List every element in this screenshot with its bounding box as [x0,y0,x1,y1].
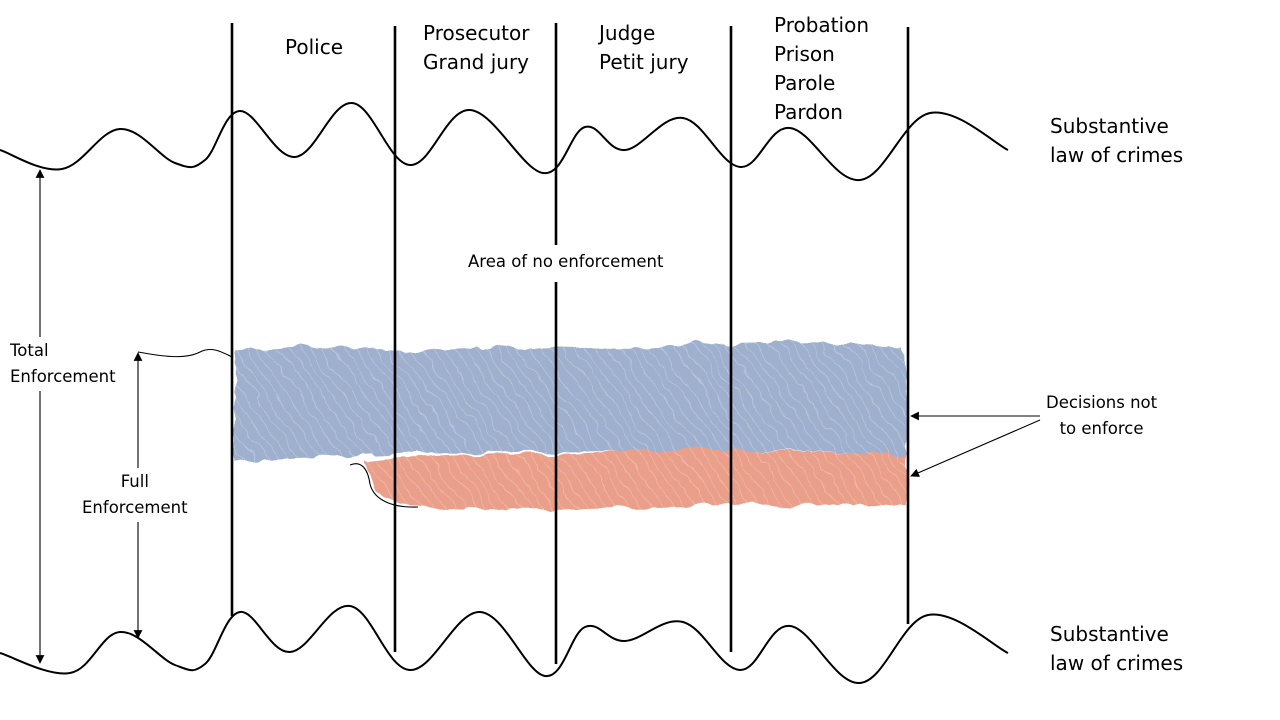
decisions-line-1: Decisions not [1046,393,1158,412]
bottom-boundary-line-1: Substantive [1050,622,1169,646]
top-boundary-label: Substantive law of crimes [1050,112,1183,170]
bottom-boundary-line-2: law of crimes [1050,651,1184,675]
red-band-hatch [362,449,908,509]
stage-police-line-1: Police [285,35,343,59]
blue-band-hatch [234,342,908,462]
stage-corrections-line-1: Probation [774,13,869,37]
full-enforcement-line-1: Full [120,472,149,491]
total-enforcement-line-1: Total [10,341,49,360]
bottom-boundary-label: Substantive law of crimes [1050,620,1183,678]
stage-prosecutor-line-2: Grand jury [423,50,529,74]
substantive-law-top-boundary [0,101,1009,182]
full-enforcement-connector [137,348,233,358]
stage-judge-line-1: Judge [599,21,656,45]
stage-label-prosecutor: Prosecutor Grand jury [423,19,529,77]
red-band-left-edge [349,463,419,508]
stage-corrections-line-4: Pardon [774,100,843,124]
decisions-arrow-lower [910,419,1041,477]
stage-label-police: Police [285,33,343,62]
stage-corrections-line-2: Prison [774,42,835,66]
top-boundary-line-1: Substantive [1050,114,1169,138]
stage-label-judge: Judge Petit jury [599,19,689,77]
full-enforcement-line-2: Enforcement [82,498,188,517]
red-enforcement-band [362,449,908,509]
substantive-law-bottom-boundary [0,604,1009,685]
stage-prosecutor-line-1: Prosecutor [423,21,530,45]
full-enforcement-label: Full Enforcement [78,468,192,522]
decisions-not-to-enforce-label: Decisions not to enforce [1046,390,1157,442]
stage-label-corrections: Probation Prison Parole Pardon [774,11,869,127]
blue-enforcement-band [234,342,908,462]
total-enforcement-label: Total Enforcement [8,337,118,391]
no-enforcement-label: Area of no enforcement [461,249,671,275]
total-enforcement-line-2: Enforcement [10,367,116,386]
top-boundary-line-2: law of crimes [1050,143,1184,167]
stage-corrections-line-3: Parole [774,71,836,95]
decisions-line-2: to enforce [1059,419,1144,438]
stage-judge-line-2: Petit jury [599,50,689,74]
